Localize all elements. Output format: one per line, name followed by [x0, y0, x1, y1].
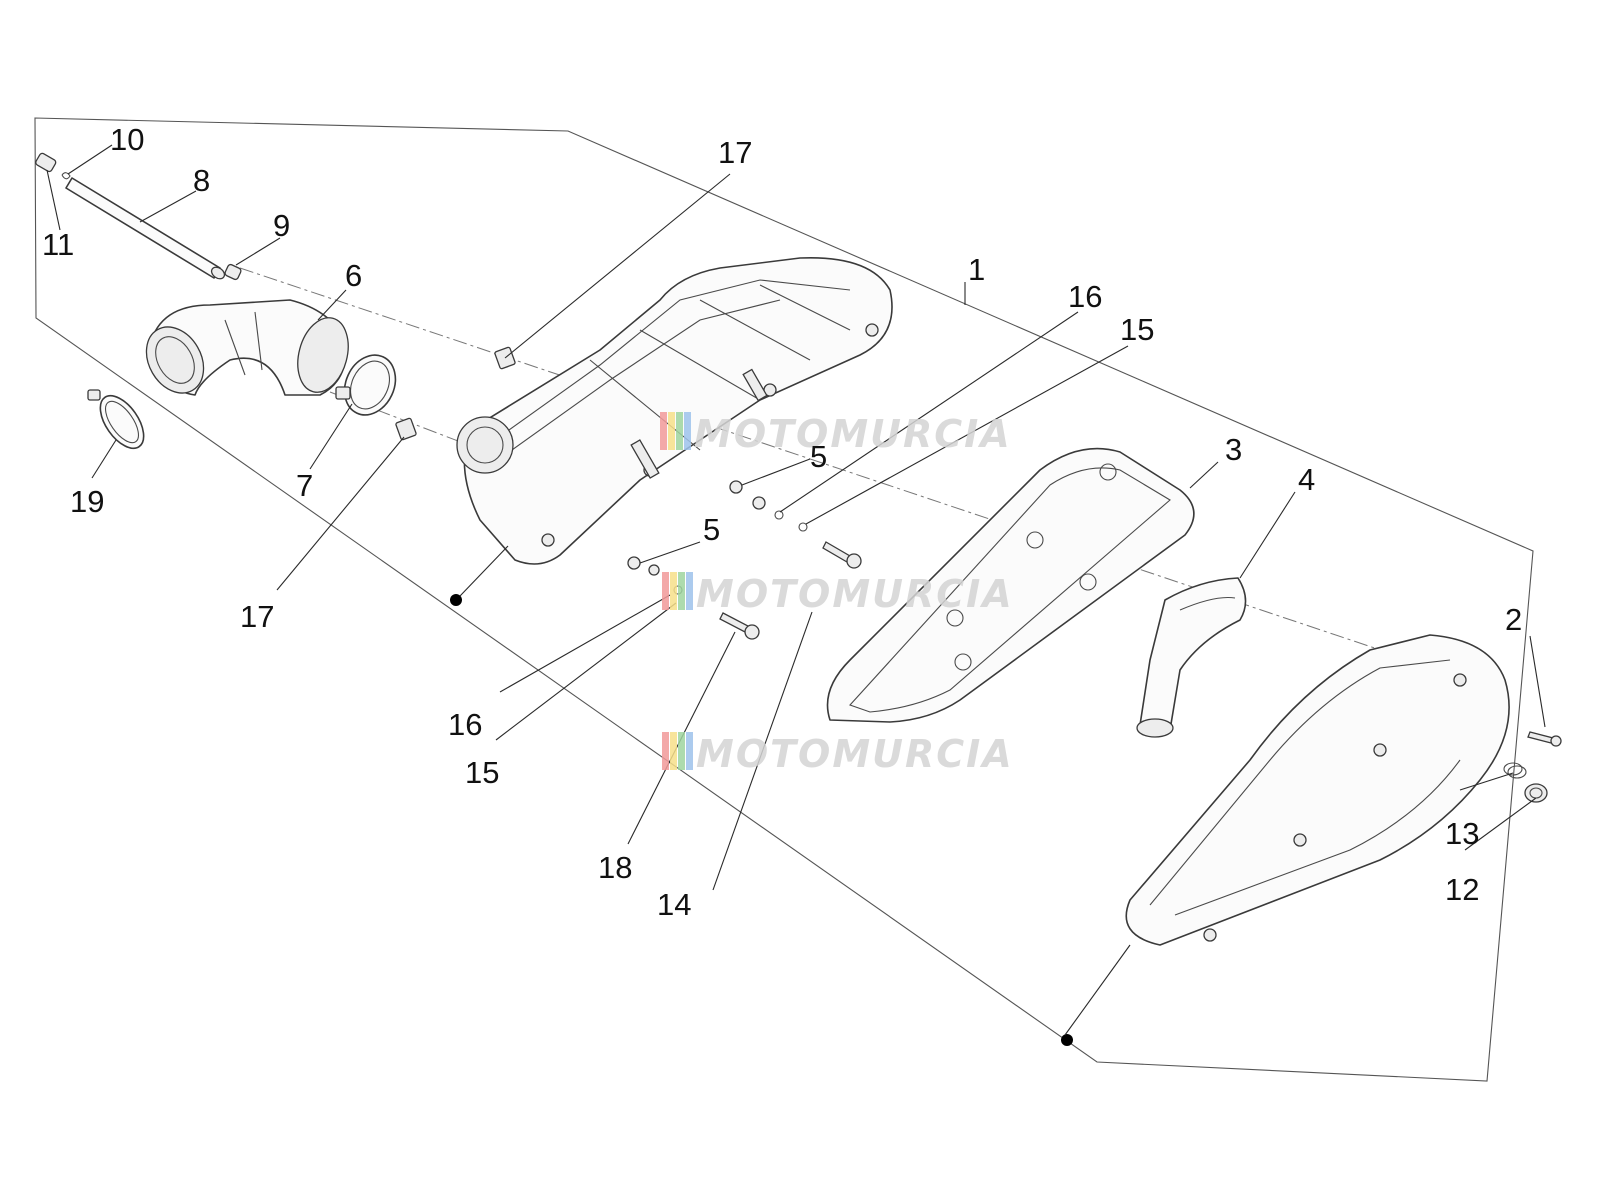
callout-1: 1 — [968, 252, 985, 287]
watermark: MOTOMURCIA — [660, 412, 1012, 456]
callouts: 1 2 3 4 5 5 6 7 8 9 10 11 12 13 14 15 15… — [42, 122, 1522, 922]
callout-16-upper: 16 — [1068, 279, 1102, 314]
svg-text:MOTOMURCIA: MOTOMURCIA — [696, 732, 1014, 776]
callout-5-lower: 5 — [703, 512, 720, 547]
callout-3: 3 — [1225, 432, 1242, 467]
filter-element — [1136, 577, 1247, 738]
callout-15-upper: 15 — [1120, 312, 1154, 347]
filter-gasket — [826, 447, 1195, 723]
watermark: MOTOMURCIA — [662, 732, 1014, 776]
callout-7: 7 — [296, 468, 313, 503]
reference-dot — [450, 594, 462, 606]
callout-4: 4 — [1298, 462, 1315, 497]
clamp-band-7 — [335, 354, 397, 416]
watermark: MOTOMURCIA — [662, 572, 1014, 616]
intake-elbow — [145, 299, 349, 396]
assembly-frame — [34, 117, 1534, 1082]
screw-18 — [719, 612, 760, 640]
callout-18: 18 — [598, 850, 632, 885]
callout-8: 8 — [193, 163, 210, 198]
hose-clip — [224, 263, 242, 281]
callout-2: 2 — [1505, 602, 1522, 637]
clamp-band-19 — [87, 389, 145, 450]
callout-13: 13 — [1445, 816, 1479, 851]
axis-line — [239, 267, 1501, 691]
callout-15-lower: 15 — [465, 755, 499, 790]
callout-10: 10 — [110, 122, 144, 157]
drain-tube — [65, 177, 226, 280]
callout-9: 9 — [273, 208, 290, 243]
svg-text:MOTOMURCIA: MOTOMURCIA — [694, 412, 1012, 456]
reference-dot — [1061, 1034, 1073, 1046]
leader-lines — [46, 144, 1546, 1036]
screw-2 — [1527, 731, 1562, 747]
airbox-body — [456, 256, 893, 565]
callout-19: 19 — [70, 484, 104, 519]
spring-clip-13 — [1503, 762, 1527, 779]
callout-6: 6 — [345, 258, 362, 293]
airbox-cover — [1125, 634, 1510, 946]
callout-17-upper: 17 — [718, 135, 752, 170]
drain-cap — [35, 152, 71, 180]
clip-17-lower — [395, 417, 417, 441]
callout-16-lower: 16 — [448, 707, 482, 742]
svg-text:MOTOMURCIA: MOTOMURCIA — [696, 572, 1014, 616]
cap-12 — [1524, 783, 1548, 803]
callout-5-upper: 5 — [810, 439, 827, 474]
callout-17-lower: 17 — [240, 599, 274, 634]
callout-14: 14 — [657, 887, 691, 922]
callout-11: 11 — [42, 227, 74, 262]
callout-12: 12 — [1445, 872, 1479, 907]
screw-14 — [822, 541, 862, 569]
